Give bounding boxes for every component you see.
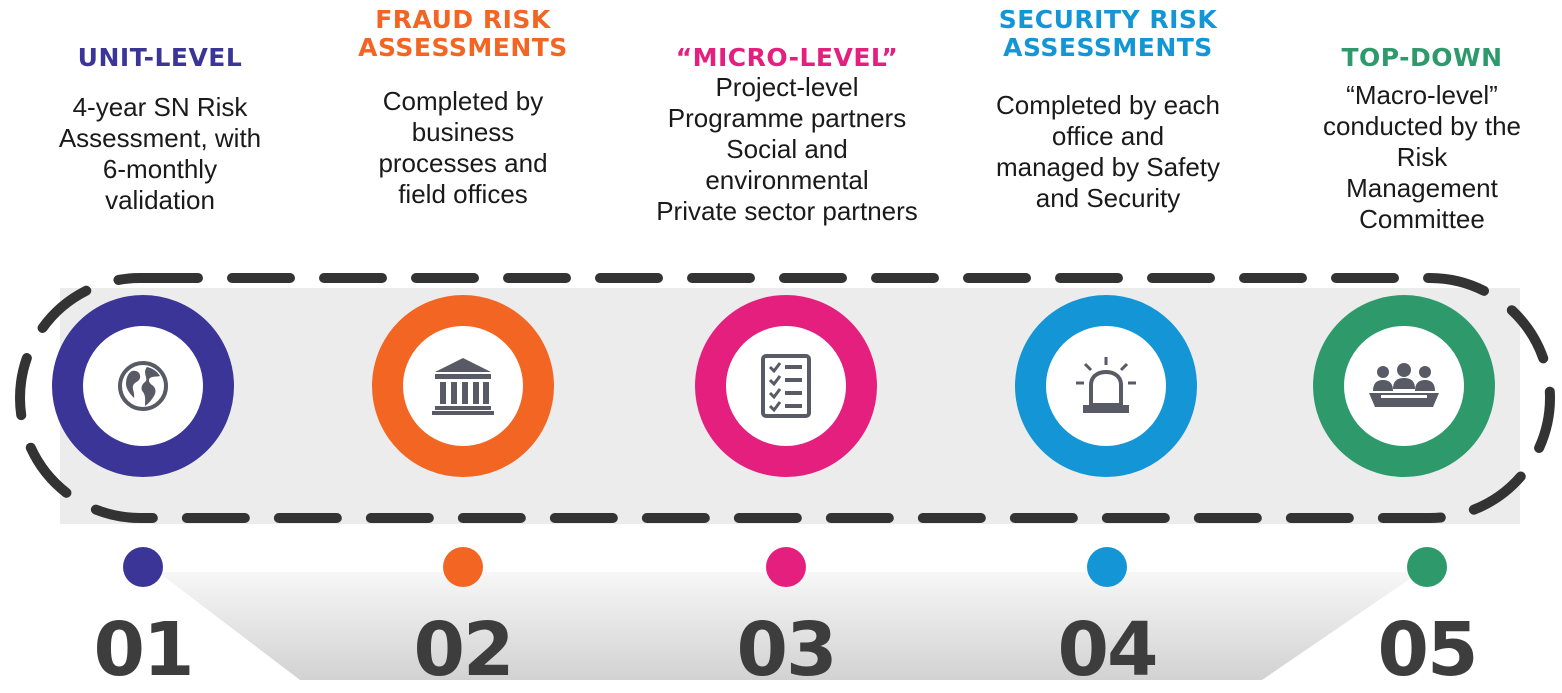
step-5-text: TOP-DOWN “Macro-level” conducted by the … [1272,0,1562,235]
step-1-marker [123,547,163,587]
step-2-number: 02 [413,607,515,693]
alarm-siren-icon [1076,357,1136,413]
step-3-title: “MICRO-LEVEL” [675,43,899,72]
step-5-ring [1313,295,1495,477]
bank-building-icon [432,358,494,415]
step-4-description: Completed by each office and managed by … [995,90,1221,213]
step-5-description: “Macro-level” conducted by the Risk Mana… [1322,80,1522,234]
step-4-title: SECURITY RISK ASSESSMENTS [998,5,1218,62]
step-1-number: 01 [93,607,195,693]
step-4-ring [1015,295,1197,477]
step-5-marker [1407,547,1447,587]
step-3-text: “MICRO-LEVEL” Project-level Programme pa… [637,0,937,227]
step-3-number: 03 [736,607,838,693]
meeting-group-icon [1369,363,1439,407]
dashed-loop [15,273,1555,523]
step-4-number: 04 [1057,607,1159,693]
step-4-text: SECURITY RISK ASSESSMENTS Completed by e… [958,0,1258,214]
step-2-text: FRAUD RISK ASSESSMENTS Completed by busi… [313,0,613,210]
checklist-icon [761,354,811,418]
step-2-title: FRAUD RISK ASSESSMENTS [358,5,568,62]
step-3-marker [766,547,806,587]
step-5-title: TOP-DOWN [1341,43,1503,72]
step-3-description: Project-level Programme partners Social … [656,72,918,226]
step-1-description: 4-year SN Risk Assessment, with 6-monthl… [58,92,262,215]
step-2-description: Completed by business processes and fiel… [378,86,548,209]
step-3-ring [695,295,877,477]
step-1-ring [52,295,234,477]
step-2-ring [372,295,554,477]
step-2-marker [443,547,483,587]
step-1-title: UNIT-LEVEL [77,43,243,72]
step-4-marker [1087,547,1127,587]
funnel-shape [158,572,1420,680]
step-5-number: 05 [1377,607,1479,693]
globe-icon [118,361,168,411]
step-1-text: UNIT-LEVEL 4-year SN Risk Assessment, wi… [10,0,310,216]
